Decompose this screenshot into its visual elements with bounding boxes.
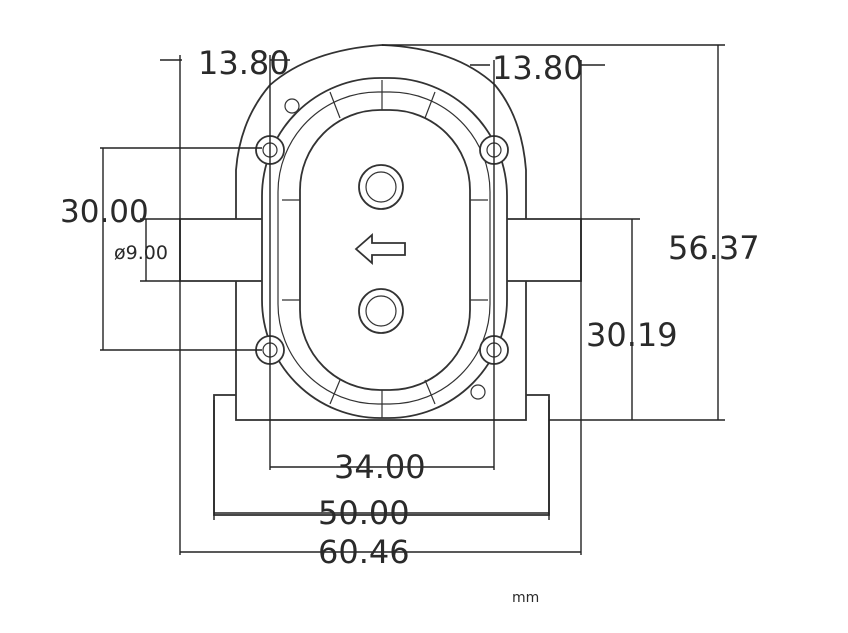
unit-label: mm xyxy=(512,590,539,606)
dim-shaft-diameter: ø9.00 xyxy=(114,242,168,264)
upper-gear-boss xyxy=(358,164,404,210)
pin-bottom-right xyxy=(470,384,486,400)
dim-left-height: 30.00 xyxy=(60,194,149,230)
dim-base-width: 50.00 xyxy=(318,494,410,532)
dim-right-height: 30.19 xyxy=(586,316,678,354)
dimension-lines xyxy=(100,44,725,555)
dim-overall-height: 56.37 xyxy=(668,229,760,267)
lower-gear-boss xyxy=(358,288,404,334)
dim-top-right: 13.80 xyxy=(492,49,584,87)
dim-hole-spacing: 34.00 xyxy=(334,448,426,486)
ring-ribs xyxy=(282,80,488,418)
dim-top-left: 13.80 xyxy=(198,44,290,82)
pump-body xyxy=(179,44,582,516)
pin-top-left xyxy=(284,98,300,114)
dim-overall-width: 60.46 xyxy=(318,533,410,571)
ring-groove xyxy=(277,91,491,405)
flow-arrow-icon xyxy=(354,233,406,265)
